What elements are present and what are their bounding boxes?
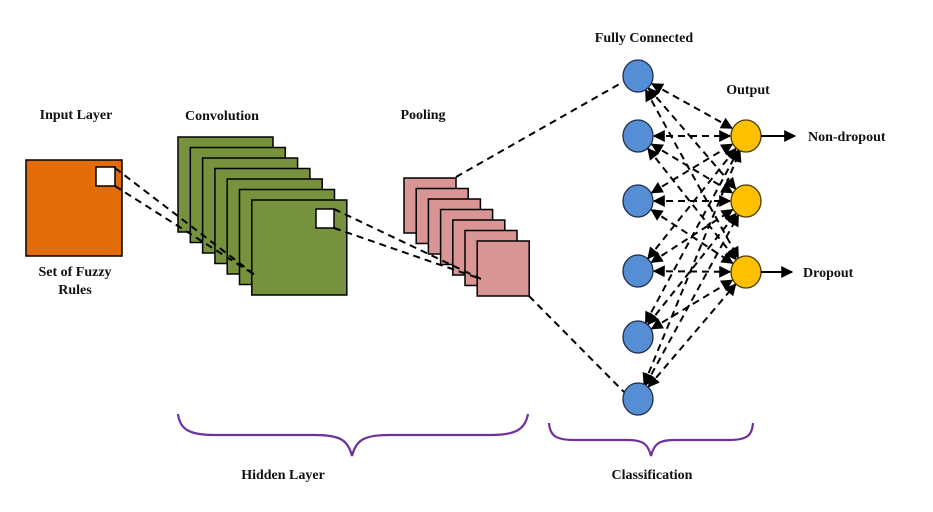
conv-to-pool-line-top — [333, 208, 482, 280]
fc-output-connection — [652, 265, 732, 278]
fc-output-connection — [647, 87, 737, 190]
pooling-maps — [403, 177, 530, 297]
fuzzy-rules-label-line2: Rules — [58, 283, 92, 298]
fc-output-connection — [644, 213, 740, 387]
fully-connected-node — [622, 254, 654, 288]
fully-connected-nodes — [622, 59, 654, 416]
fuzzy-rules-label-line1: Set of Fuzzy — [38, 265, 111, 280]
input-to-conv-line-bottom — [114, 185, 256, 276]
fc-output-connection — [642, 149, 742, 386]
classification-brace — [547, 422, 755, 457]
fully-connected-node — [622, 382, 654, 416]
pooling-label: Pooling — [400, 108, 445, 123]
fc-output-connection — [644, 88, 740, 260]
convolution-kernel-window — [315, 208, 335, 229]
input-to-conv-line-top — [114, 167, 256, 276]
convolution-maps — [177, 136, 348, 296]
output-node — [730, 184, 762, 218]
fully-connected-label: Fully Connected — [595, 31, 694, 46]
fully-connected-node — [622, 59, 654, 93]
fully-connected-node — [622, 184, 654, 218]
fc-output-connections — [642, 82, 742, 388]
fully-connected-node — [622, 119, 654, 153]
hidden-layer-brace — [176, 413, 530, 457]
pool-to-fc-line-top — [455, 81, 624, 178]
classification-label: Classification — [612, 468, 693, 483]
pooling-map — [476, 240, 530, 297]
output-label: Output — [726, 83, 770, 98]
output-nodes — [730, 119, 762, 289]
pool-to-fc-line-bottom — [528, 295, 625, 393]
fully-connected-node — [622, 320, 654, 354]
conv-to-pool-line-bottom — [333, 227, 482, 280]
output-node — [730, 119, 762, 153]
output-node — [730, 255, 762, 289]
input-layer-label: Input Layer — [40, 108, 113, 123]
hidden-layer-label: Hidden Layer — [241, 468, 325, 483]
non-dropout-label: Non-dropout — [808, 130, 886, 145]
convolution-label: Convolution — [185, 109, 259, 124]
fc-output-connection — [647, 283, 737, 388]
input-kernel-window — [95, 166, 116, 187]
dropout-label: Dropout — [803, 266, 854, 281]
